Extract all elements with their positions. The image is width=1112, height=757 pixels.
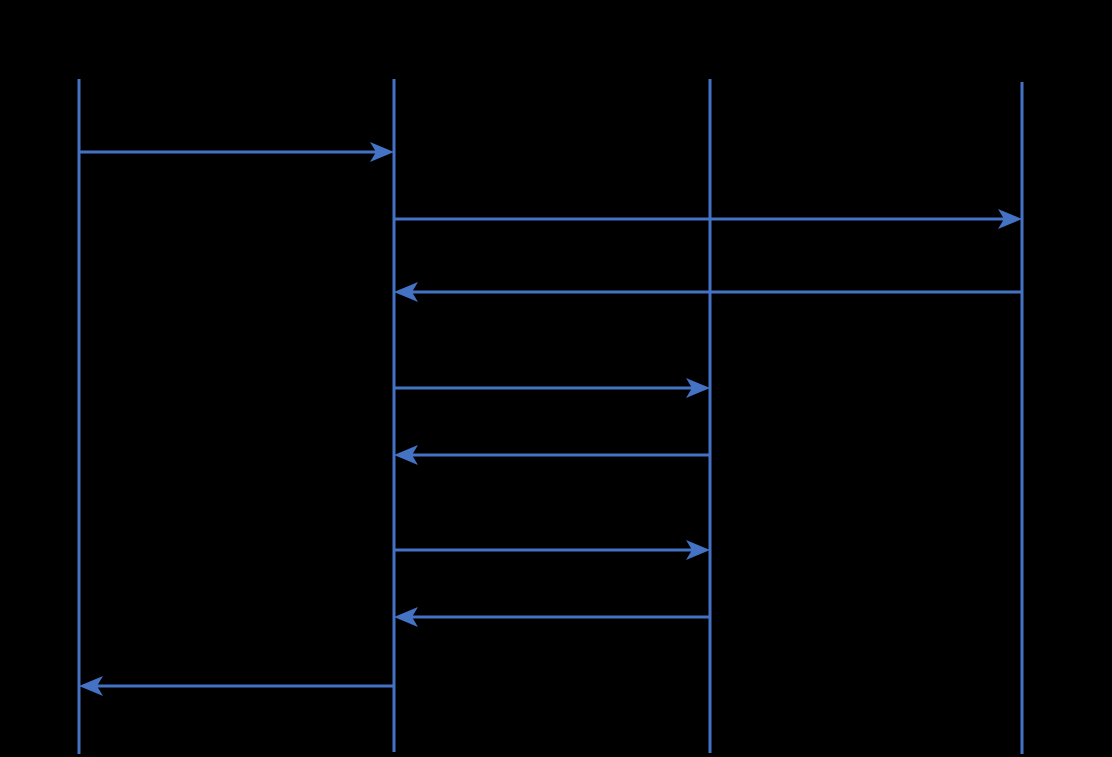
message-5-arrowhead-icon: [394, 445, 418, 465]
message-1-arrowhead-icon: [370, 142, 394, 162]
message-7-arrowhead-icon: [394, 607, 418, 627]
message-4-arrowhead-icon: [686, 378, 710, 398]
message-8-arrowhead-icon: [79, 676, 103, 696]
message-3-arrowhead-icon: [394, 282, 418, 302]
message-6-arrowhead-icon: [686, 540, 710, 560]
message-2-arrowhead-icon: [998, 209, 1022, 229]
